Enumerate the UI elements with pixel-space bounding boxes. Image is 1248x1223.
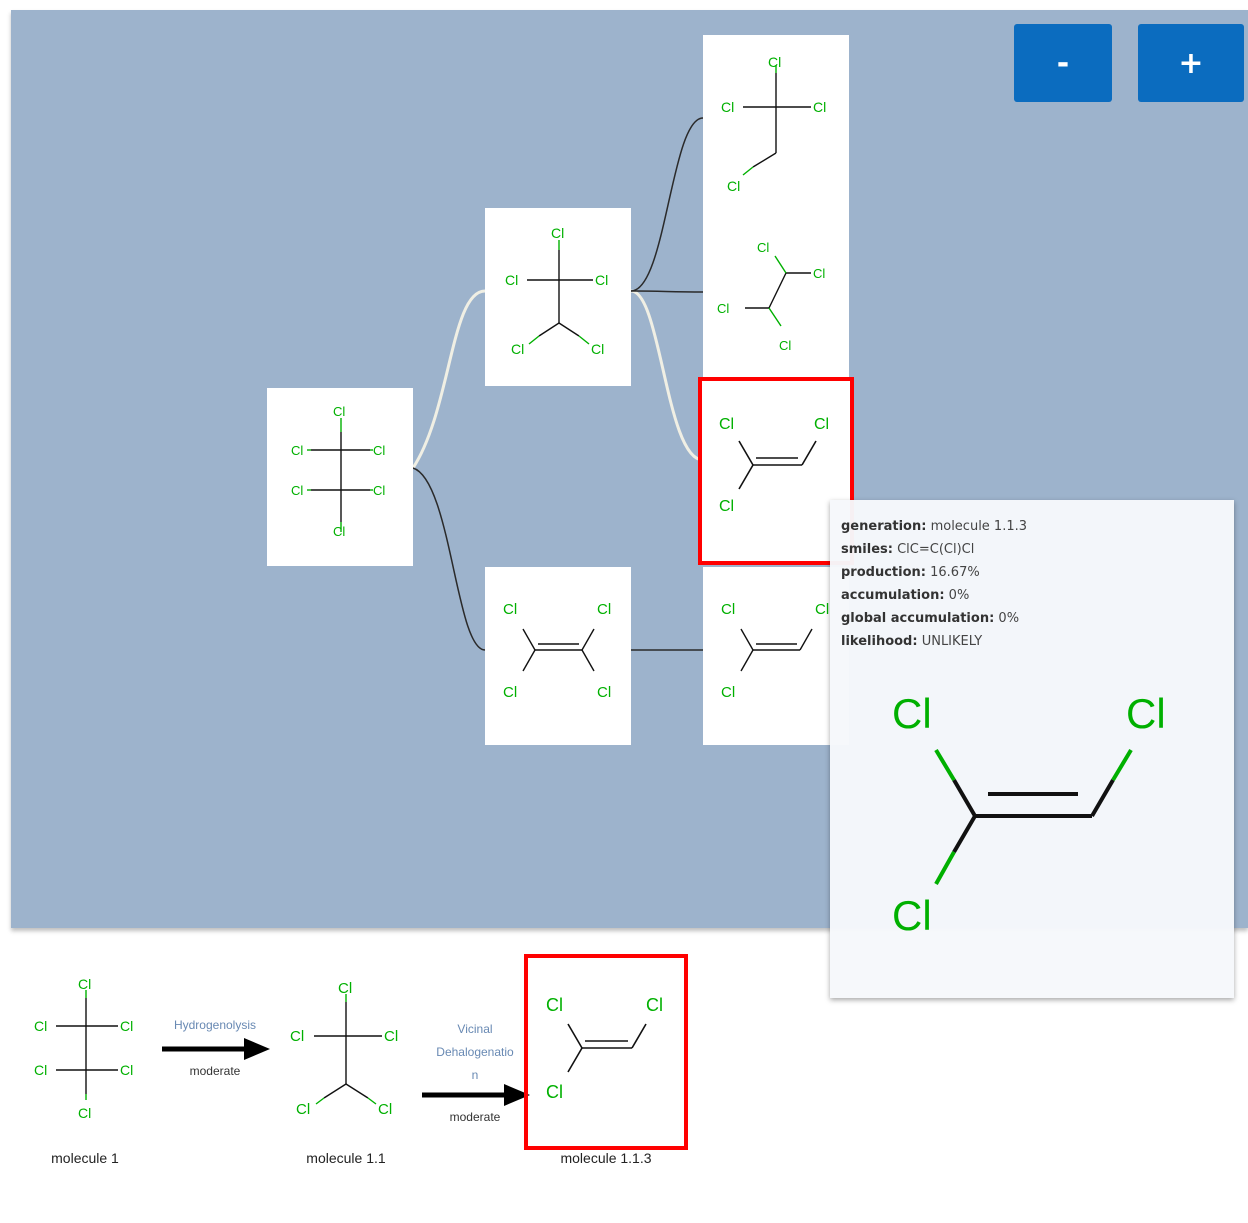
atom-label: Cl — [503, 601, 517, 618]
link-root-to-1-2 — [412, 467, 486, 651]
path-molecule-1-1-3-structure: Cl Cl Cl — [546, 995, 663, 1102]
molecule-card-1[interactable]: Cl Cl Cl Cl Cl Cl — [267, 388, 413, 566]
atom-label: Cl — [378, 1101, 392, 1118]
atom-label: Cl — [591, 341, 604, 357]
atom-label: Cl — [757, 240, 769, 255]
reaction-2-arrow — [422, 1084, 530, 1106]
molecule-structure-tetrachloroethane: Cl Cl Cl Cl — [721, 54, 826, 194]
atom-label: Cl — [384, 1028, 398, 1045]
atom-label: Cl — [34, 1062, 47, 1078]
path-molecule-1-1-structure: Cl Cl Cl Cl Cl — [290, 980, 398, 1118]
molecule-card-1-1[interactable]: Cl Cl Cl Cl Cl — [485, 208, 631, 386]
molecule-structure-hexachloroethane: Cl Cl Cl Cl Cl Cl — [291, 404, 385, 539]
atom-label: Cl — [815, 601, 829, 618]
molecule-tooltip: generation: molecule 1.1.3 smiles: ClC=C… — [830, 500, 1234, 998]
link-root-to-1-1 — [411, 289, 486, 469]
molecule-structure-tetrachloroethane-2: Cl Cl Cl Cl — [717, 240, 825, 353]
tooltip-production: production: 16.67% — [841, 565, 980, 580]
atom-label: Cl — [719, 416, 734, 433]
atom-label: Cl — [333, 404, 345, 419]
atom-label: Cl — [78, 1105, 91, 1121]
atom-label: Cl — [721, 99, 734, 115]
pathway-tree-canvas[interactable]: Cl Cl Cl Cl Cl Cl Cl Cl Cl Cl — [11, 10, 1248, 928]
atom-label: Cl — [646, 995, 663, 1015]
atom-label: Cl — [1126, 690, 1166, 737]
atom-label: Cl — [511, 341, 524, 357]
reaction-2-rate-label: moderate — [420, 1110, 530, 1124]
atom-label: Cl — [595, 272, 608, 288]
link-1-1-to-1-1-3 — [630, 289, 704, 462]
atom-label: Cl — [597, 601, 611, 618]
reaction-2-name-line-3: n — [471, 1068, 479, 1082]
reaction-1-rate: moderate — [189, 1064, 241, 1078]
atom-label: Cl — [717, 301, 729, 316]
zoom-in-button[interactable]: + — [1138, 24, 1244, 102]
atom-label: Cl — [78, 976, 91, 992]
atom-label: Cl — [597, 684, 611, 701]
reaction-2-name-line-1: Vicinal — [457, 1022, 493, 1036]
pathway-links — [411, 117, 704, 651]
atom-label: Cl — [373, 443, 385, 458]
molecule-structure-trichloroethene: Cl Cl Cl — [719, 416, 829, 515]
atom-label: Cl — [120, 1062, 133, 1078]
atom-label: Cl — [551, 225, 564, 241]
atom-label: Cl — [290, 1028, 304, 1045]
atom-label: Cl — [34, 1018, 47, 1034]
atom-label: Cl — [291, 443, 303, 458]
atom-label: Cl — [779, 338, 791, 353]
atom-label: Cl — [333, 524, 345, 539]
atom-label: Cl — [892, 892, 932, 939]
atom-label: Cl — [120, 1018, 133, 1034]
atom-label: Cl — [546, 1082, 563, 1102]
path-molecule-1-caption: molecule 1 — [51, 1150, 119, 1166]
link-1-1-to-1-1-2 — [630, 290, 704, 293]
path-molecule-1-1-caption: molecule 1.1 — [306, 1150, 386, 1166]
tooltip-details: generation: molecule 1.1.3 smiles: ClC=C… — [841, 515, 1027, 653]
molecule-card-1-1-2[interactable]: Cl Cl Cl Cl — [703, 210, 849, 378]
path-molecule-1-structure: Cl Cl Cl Cl Cl Cl — [34, 976, 133, 1121]
atom-label: Cl — [505, 272, 518, 288]
molecule-structure-pentachloroethane: Cl Cl Cl Cl Cl — [505, 225, 608, 357]
tooltip-smiles: smiles: ClC=C(Cl)Cl — [841, 542, 975, 557]
tooltip-accumulation: accumulation: 0% — [841, 588, 970, 603]
reaction-2-label: Vicinal Dehalogenatio n — [420, 1018, 530, 1087]
reaction-2-name-line-2: Dehalogenatio — [436, 1045, 514, 1059]
molecule-card-1-1-3-selected[interactable]: Cl Cl Cl — [698, 377, 854, 565]
atom-label: Cl — [296, 1101, 310, 1118]
atom-label: Cl — [721, 601, 735, 618]
atom-label: Cl — [813, 99, 826, 115]
zoom-out-button[interactable]: - — [1014, 24, 1112, 102]
path-molecule-1-1-3-selected[interactable]: Cl Cl Cl — [524, 954, 688, 1150]
atom-label: Cl — [719, 498, 734, 515]
reaction-2-rate: moderate — [449, 1110, 501, 1124]
molecule-structure-trichloroethene-2: Cl Cl Cl — [721, 601, 829, 701]
atom-label: Cl — [546, 995, 563, 1015]
atom-label: Cl — [814, 416, 829, 433]
molecule-structure-tetrachloroethene: Cl Cl Cl Cl — [503, 601, 611, 701]
tooltip-generation: generation: molecule 1.1.3 — [841, 519, 1028, 534]
reaction-1-label: Hydrogenolysis — [155, 1018, 275, 1032]
atom-label: Cl — [721, 684, 735, 701]
reaction-1-rate-label: moderate — [155, 1064, 275, 1078]
path-molecule-1-1-3-caption: molecule 1.1.3 — [560, 1150, 652, 1166]
molecule-card-1-2[interactable]: Cl Cl Cl Cl — [485, 567, 631, 745]
atom-label: Cl — [768, 54, 781, 70]
atom-label: Cl — [813, 266, 825, 281]
reaction-1-name: Hydrogenolysis — [173, 1018, 257, 1032]
link-1-1-to-1-1-1 — [630, 117, 704, 292]
atom-label: Cl — [373, 483, 385, 498]
atom-label: Cl — [727, 178, 740, 194]
atom-label: Cl — [892, 690, 932, 737]
tooltip-molecule-structure: Cl Cl Cl — [892, 690, 1166, 939]
atom-label: Cl — [291, 483, 303, 498]
tooltip-global-accumulation: global accumulation: 0% — [841, 611, 1020, 626]
molecule-card-1-1-1[interactable]: Cl Cl Cl Cl — [703, 35, 849, 213]
atom-label: Cl — [338, 980, 352, 997]
atom-label: Cl — [503, 684, 517, 701]
reaction-1-arrow — [162, 1038, 270, 1060]
tooltip-likelihood: likelihood: UNLIKELY — [841, 634, 983, 649]
molecule-card-1-2-1[interactable]: Cl Cl Cl — [703, 567, 849, 745]
